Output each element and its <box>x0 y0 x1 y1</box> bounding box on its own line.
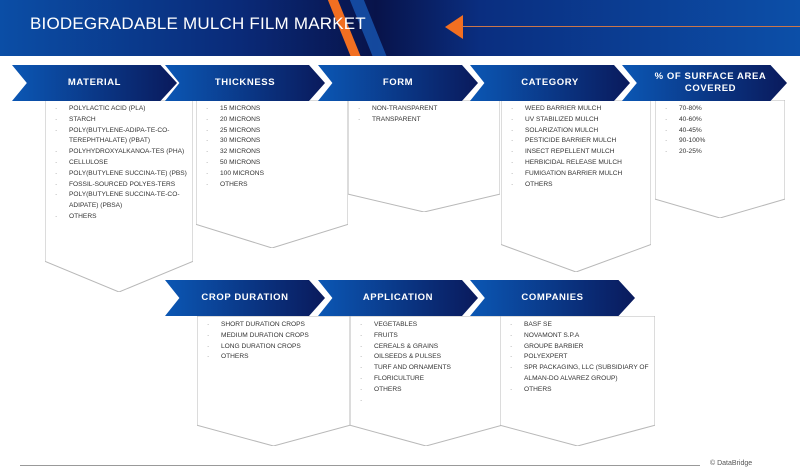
list-item: SHORT DURATION CROPS <box>207 320 344 331</box>
segment-label: CROP DURATION <box>201 292 289 303</box>
list-item: FRUITS <box>360 331 496 342</box>
list-item: VEGETABLES <box>360 320 496 331</box>
segment-label: MATERIAL <box>67 77 122 88</box>
header-banner: BIODEGRADABLE MULCH FILM MARKET <box>0 0 800 56</box>
list-item: LONG DURATION CROPS <box>207 342 344 353</box>
page-title: BIODEGRADABLE MULCH FILM MARKET <box>30 14 366 33</box>
panel-companies: BASF SENOVAMONT S.P.AGROUPE BARBIERPOLYE… <box>500 316 655 446</box>
segment-header-category: CATEGORY <box>470 65 630 101</box>
list-item: INSECT REPELLENT MULCH <box>511 147 645 158</box>
list-item: BASF SE <box>510 320 649 331</box>
list-item: 70-80% <box>665 104 779 115</box>
list-item: OTHERS <box>510 385 649 396</box>
list-item: OILSEEDS & PULSES <box>360 352 496 363</box>
item-list: VEGETABLESFRUITSCEREALS & GRAINSOILSEEDS… <box>350 316 502 406</box>
segment-header-crop-duration: CROP DURATION <box>165 280 325 316</box>
segment-label: FORM <box>382 77 414 88</box>
list-item: OTHERS <box>55 212 187 223</box>
item-list: 15 microns20 microns25 microns30 microns… <box>196 100 348 190</box>
panel-of-surface-area-covered: 70-80%40-60%40-45%90-100%20-25% <box>655 100 785 218</box>
item-list: WEED BARRIER MULCHUV STABILIZED MULCHSOL… <box>501 100 651 190</box>
list-item: SPR PACKAGING, LLC (SUBSIDIARY OF ALMAN-… <box>510 363 649 385</box>
list-item: OTHERS <box>360 385 496 396</box>
panel-category: WEED BARRIER MULCHUV STABILIZED MULCHSOL… <box>501 100 651 272</box>
list-item: POLY(BUTYLENE-ADIPA-TE-CO-TEREPHTHALATE)… <box>55 126 187 148</box>
list-item: MEDIUM DURATION CROPS <box>207 331 344 342</box>
item-list: NON-TRANSPARENTTRANSPARENT <box>348 100 500 126</box>
segment-header-companies: COMPANIES <box>470 280 635 316</box>
arrow-line <box>462 26 800 27</box>
list-item: 100 microns <box>206 169 342 180</box>
list-item: 50 microns <box>206 158 342 169</box>
list-item: POLYEXPERT <box>510 352 649 363</box>
panel-form: NON-TRANSPARENTTRANSPARENT <box>348 100 500 212</box>
list-item: FUMIGATION BARRIER MULCH <box>511 169 645 180</box>
list-item: STARCH <box>55 115 187 126</box>
list-item: HERBICIDAL RELEASE MULCH <box>511 158 645 169</box>
list-item: 40-60% <box>665 115 779 126</box>
list-item: 20-25% <box>665 147 779 158</box>
list-item: 30 microns <box>206 136 342 147</box>
segment-label: COMPANIES <box>521 292 584 303</box>
footer-divider <box>20 465 700 466</box>
item-list: POLYLACTIC ACID (PLA)STARCHPOLY(BUTYLENE… <box>45 100 193 223</box>
list-item: OTHERS <box>206 180 342 191</box>
panel-thickness: 15 microns20 microns25 microns30 microns… <box>196 100 348 248</box>
arrow-left-icon <box>445 15 463 39</box>
segment-header-of-surface-area-covered: % OF SURFACE AREA COVERED <box>622 65 787 101</box>
segment-label: CATEGORY <box>521 77 579 88</box>
list-item: POLYHYDROXYALKANOA-TES (PHA) <box>55 147 187 158</box>
item-list: BASF SENOVAMONT S.P.AGROUPE BARBIERPOLYE… <box>500 316 655 396</box>
segment-header-application: APPLICATION <box>318 280 478 316</box>
list-item: POLY(BUTYLENE SUCCINA-TE-CO-ADIPATE) (PB… <box>55 190 187 212</box>
copyright: © DataBridge <box>710 460 753 467</box>
panel-material: POLYLACTIC ACID (PLA)STARCHPOLY(BUTYLENE… <box>45 100 193 292</box>
list-item: FOSSIL-SOURCED POLYES-TERS <box>55 180 187 191</box>
list-item: GROUPE BARBIER <box>510 342 649 353</box>
list-item: TRANSPARENT <box>358 115 494 126</box>
list-item: POLYLACTIC ACID (PLA) <box>55 104 187 115</box>
item-list: 70-80%40-60%40-45%90-100%20-25% <box>655 100 785 158</box>
list-item: NOVAMONT S.P.A <box>510 331 649 342</box>
list-item: POLY(BUTYLENE SUCCINA-TE) (PBS) <box>55 169 187 180</box>
panel-application: VEGETABLESFRUITSCEREALS & GRAINSOILSEEDS… <box>350 316 502 446</box>
segment-header-thickness: THICKNESS <box>165 65 325 101</box>
list-item: OTHERS <box>511 180 645 191</box>
list-item: 32 microns <box>206 147 342 158</box>
segment-header-material: MATERIAL <box>12 65 177 101</box>
list-item: CELLULOSE <box>55 158 187 169</box>
list-item: SOLARIZATION MULCH <box>511 126 645 137</box>
list-item: 25 microns <box>206 126 342 137</box>
list-item: FLORICULTURE <box>360 374 496 385</box>
segment-label: THICKNESS <box>214 77 276 88</box>
list-item: UV STABILIZED MULCH <box>511 115 645 126</box>
item-list: SHORT DURATION CROPSMEDIUM DURATION CROP… <box>197 316 350 363</box>
list-item: 15 microns <box>206 104 342 115</box>
panel-crop-duration: SHORT DURATION CROPSMEDIUM DURATION CROP… <box>197 316 350 446</box>
list-item: 90-100% <box>665 136 779 147</box>
panel-outline <box>348 100 500 212</box>
list-item: CEREALS & GRAINS <box>360 342 496 353</box>
segment-label: APPLICATION <box>362 292 434 303</box>
list-item: NON-TRANSPARENT <box>358 104 494 115</box>
segment-header-form: FORM <box>318 65 478 101</box>
list-item: 20 microns <box>206 115 342 126</box>
list-item: 40-45% <box>665 126 779 137</box>
list-item: TURF AND ORNAMENTS <box>360 363 496 374</box>
list-item: WEED BARRIER MULCH <box>511 104 645 115</box>
segment-label: % OF SURFACE AREA COVERED <box>654 71 767 94</box>
list-item: OTHERS <box>207 352 344 363</box>
list-item: PESTICIDE BARRIER MULCH <box>511 136 645 147</box>
list-item <box>360 396 496 407</box>
